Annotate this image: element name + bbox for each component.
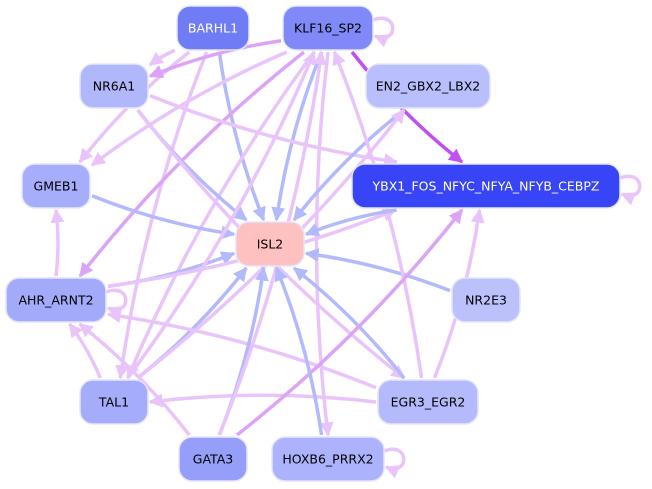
node-label: GMEB1 (34, 179, 79, 194)
edge-egr3_egr2-to-tal1 (148, 393, 377, 408)
node-nr2e3[interactable]: NR2E3 (451, 277, 521, 323)
edge-gata3-to-ahr_arnt2 (78, 322, 191, 437)
node-label: HOXB6_PRRX2 (282, 452, 373, 467)
node-ybx1-fos-nfyc-nfya-nfyb-cebpz[interactable]: YBX1_FOS_NFYC_NFYA_NFYB_CEBPZ (351, 163, 621, 209)
edges-layer (50, 16, 642, 479)
node-gmeb1[interactable]: GMEB1 (21, 163, 91, 209)
node-label: TAL1 (98, 395, 129, 410)
node-egr3-egr2[interactable]: EGR3_EGR2 (377, 379, 479, 425)
edge-hoxb6_prrx2-to-hoxb6_prrx2 (383, 447, 406, 479)
edge-klf16_sp2-to-nr6a1 (148, 39, 282, 79)
edge-ybx1_fos_nfyc_nfya_nfyb_cebpz-to-isl2 (304, 208, 397, 237)
edge-ahr_arnt2-to-gmeb1 (50, 208, 65, 277)
node-label: KLF16_SP2 (294, 21, 362, 36)
node-gata3[interactable]: GATA3 (178, 436, 248, 482)
node-label: EGR3_EGR2 (391, 395, 466, 410)
node-klf16-sp2[interactable]: KLF16_SP2 (282, 5, 374, 51)
node-box[interactable] (451, 277, 521, 323)
edge-klf16_sp2-to-isl2 (271, 51, 324, 222)
edge-tal1-to-klf16_sp2 (126, 50, 316, 380)
node-box[interactable] (178, 436, 248, 482)
node-box[interactable] (377, 379, 479, 425)
node-isl2[interactable]: ISL2 (235, 221, 305, 267)
edge-ahr_arnt2-to-ahr_arnt2 (105, 288, 128, 320)
node-en2-gbx2-lbx2[interactable]: EN2_GBX2_LBX2 (365, 63, 491, 109)
edge-gata3-to-ybx1_fos_nfyc_nfya_nfyb_cebpz (235, 208, 464, 437)
node-label: BARHL1 (188, 21, 238, 36)
edge-klf16_sp2-to-hoxb6_prrx2 (314, 51, 334, 437)
node-label: GATA3 (193, 452, 233, 467)
edge-egr3_egr2-to-ahr_arnt2 (106, 309, 377, 390)
edge-barhl1-to-isl2 (217, 51, 266, 222)
edge-barhl1-to-tal1 (115, 51, 209, 380)
node-box[interactable] (79, 63, 149, 109)
node-label: YBX1_FOS_NFYC_NFYA_NFYB_CEBPZ (372, 179, 600, 194)
node-box[interactable] (282, 5, 374, 51)
node-box[interactable] (79, 379, 149, 425)
node-label: EN2_GBX2_LBX2 (376, 79, 481, 94)
edge-nr6a1-to-isl2 (136, 108, 248, 222)
edge-tal1-to-ahr_arnt2 (68, 322, 102, 379)
edge-egr3_egr2-to-isl2 (292, 266, 406, 380)
node-label: NR2E3 (465, 293, 507, 308)
edge-klf16_sp2-to-tal1 (126, 50, 316, 380)
edge-nr2e3-to-isl2 (304, 248, 451, 293)
node-box[interactable] (271, 436, 385, 482)
edge-gmeb1-to-isl2 (91, 194, 236, 240)
node-box[interactable] (5, 277, 107, 323)
node-nr6a1[interactable]: NR6A1 (79, 63, 149, 109)
edge-klf16_sp2-to-klf16_sp2 (372, 16, 395, 48)
node-label: NR6A1 (93, 79, 136, 94)
node-box[interactable] (351, 163, 621, 209)
node-box[interactable] (21, 163, 91, 209)
edge-en2_gbx2_lbx2-to-isl2 (292, 108, 406, 222)
node-barhl1[interactable]: BARHL1 (176, 5, 250, 51)
edge-klf16_sp2-to-gmeb1 (90, 50, 288, 167)
edge-ybx1_fos_nfyc_nfya_nfyb_cebpz-to-ybx1_fos_nfyc_nfya_nfyb_cebpz (619, 174, 642, 206)
node-hoxb6-prrx2[interactable]: HOXB6_PRRX2 (271, 436, 385, 482)
edge-barhl1-to-nr6a1 (148, 48, 176, 67)
edge-hoxb6_prrx2-to-isl2 (274, 266, 324, 436)
node-box[interactable] (235, 221, 305, 267)
edge-klf16_sp2-to-ahr_arnt2 (78, 50, 306, 278)
node-label: AHR_ARNT2 (18, 293, 93, 308)
node-label: ISL2 (257, 237, 284, 252)
node-ahr-arnt2[interactable]: AHR_ARNT2 (5, 277, 107, 323)
node-box[interactable] (365, 63, 491, 109)
node-box[interactable] (176, 5, 250, 51)
node-tal1[interactable]: TAL1 (79, 379, 149, 425)
